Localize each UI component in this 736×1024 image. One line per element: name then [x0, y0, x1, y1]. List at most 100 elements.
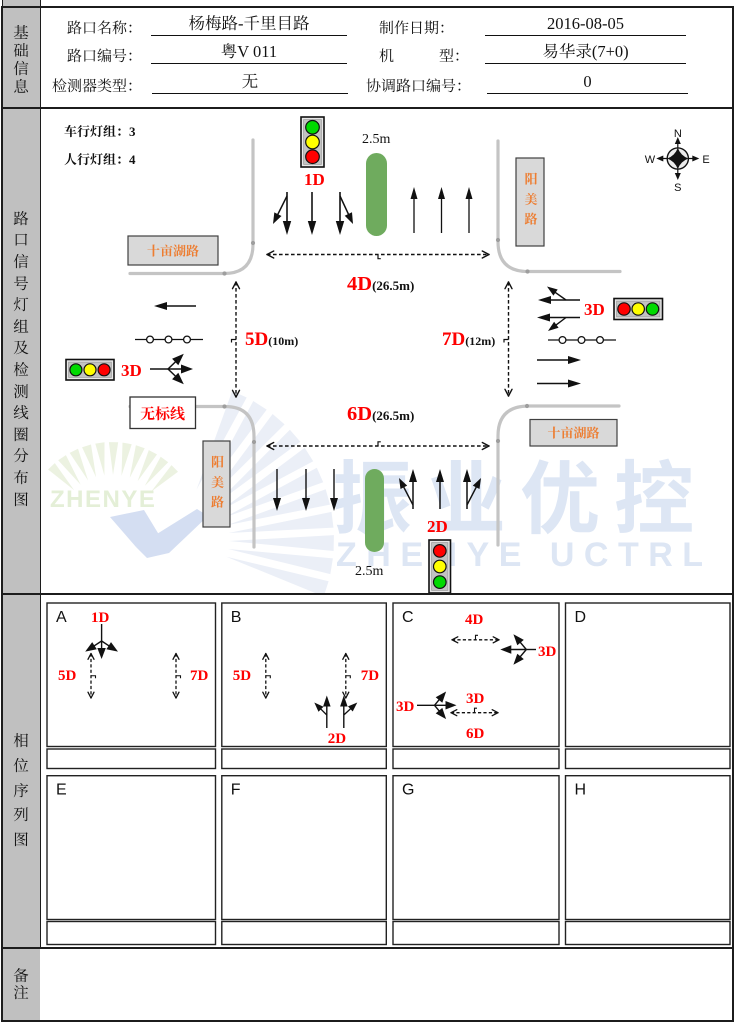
intersection-diagram: ZHENYE 振业优控 ZHENYE UCTRL 车行灯组：3 人行灯组：4 2…	[48, 116, 710, 595]
phase-a-7d: 7D	[190, 668, 209, 684]
measure-6d-label: 6D(26.5m)	[347, 403, 414, 425]
road-name-northeast-label: 阳美路	[523, 172, 538, 231]
phase-b-up1-branch	[314, 702, 328, 716]
compass-n: N	[674, 128, 682, 140]
phase-panel-e: E	[46, 775, 217, 946]
field-label-coordinated-code: 协调路口编号：	[366, 79, 472, 95]
phase-letter-f: F	[231, 782, 241, 799]
fan-arrow-west-3d	[150, 353, 193, 385]
watermark-brand-cn: 振业优控	[332, 435, 708, 551]
sidebar-cell-basic-info: 基础信息	[1, 0, 41, 109]
light-label-west: 3D	[121, 361, 142, 380]
phase-b-2d: 2D	[328, 731, 347, 747]
exit-arrow-n-1	[410, 187, 418, 233]
phase-c-fan-left	[500, 634, 536, 665]
lane-arrow-e-1	[538, 296, 580, 304]
phase-c-6d-arrow	[450, 707, 499, 717]
phase-b-5d: 5D	[233, 668, 252, 684]
detector-line-west	[135, 335, 203, 344]
phase-b-up1	[323, 695, 331, 728]
measure-4d	[266, 250, 490, 260]
phase-a-7d-arrow	[172, 652, 182, 699]
field-value-detector-type: 无	[152, 71, 348, 94]
phase-a-5d: 5D	[58, 668, 77, 684]
lane-arrow-e-2-branch	[548, 316, 567, 331]
phase-panel-b: B	[221, 602, 388, 770]
lane-arrow-n-right-branch	[339, 195, 353, 224]
phase-c-3d-mid: 3D	[466, 691, 485, 707]
phase-letter-c: C	[402, 609, 414, 626]
phase-b-up2-branch	[343, 702, 358, 716]
no-marking-label: 无标线	[140, 406, 185, 423]
phase-c-fan-right	[417, 691, 457, 720]
phase-a-5d-arrow	[87, 652, 97, 699]
section-label-basic-info: 基础信息	[13, 24, 29, 96]
exit-arrow-n-2	[438, 187, 445, 233]
traffic-light-south-2d	[428, 539, 452, 594]
phase-letter-d: D	[575, 609, 587, 626]
compass-w: W	[645, 154, 656, 166]
lane-arrow-n-straight	[307, 192, 317, 235]
field-value-intersection-code: 粤V 011	[151, 41, 347, 64]
road-name-southeast-label: 十亩湖路	[547, 426, 599, 441]
phase-letter-a: A	[56, 609, 67, 626]
phase-c-3d-left: 3D	[396, 699, 415, 715]
exit-arrow-s-2	[302, 469, 310, 511]
pedestrian-groups-label: 人行灯组：4	[64, 152, 136, 167]
lane-arrow-s-straight	[436, 469, 444, 509]
measure-6d	[266, 441, 490, 451]
field-value-machine-type: 易华录(7+0)	[485, 41, 686, 64]
exit-arrow-w	[154, 302, 196, 310]
phase-letter-b: B	[231, 609, 242, 626]
measure-5d-label: 5D(10m)	[245, 329, 298, 350]
traffic-light-east-3d	[613, 297, 664, 321]
lane-arrow-n-left	[282, 192, 292, 235]
exit-arrow-e-2	[537, 379, 581, 388]
road-name-northwest: 十亩湖路	[127, 235, 219, 266]
section-label-remarks: 备注	[13, 967, 29, 1003]
divider-row-1	[2, 107, 733, 109]
field-label-machine-type: 机型：	[379, 45, 469, 66]
header-basic-info: 路口名称： 杨梅路-千里目路 制作日期： 2016-08-05 路口编号： 粤V…	[40, 7, 733, 108]
machine-type-char1: 机	[379, 49, 395, 65]
measure-4d-label: 4D(26.5m)	[347, 273, 414, 295]
sidebar-cell-phases: 相位序列图	[1, 595, 41, 949]
section-label-diagram: 路口信号灯组及检测线圈分布图	[13, 210, 29, 509]
section-label-phases: 相位序列图	[13, 733, 29, 850]
exit-arrow-n-3	[465, 187, 473, 233]
light-label-east: 3D	[584, 300, 605, 319]
measure-5d	[230, 281, 241, 398]
compass-e: E	[702, 154, 709, 166]
measure-7d-label: 7D(12m)	[442, 329, 495, 350]
divider-row-3	[2, 947, 733, 949]
phase-a-fan	[85, 624, 118, 659]
field-value-make-date: 2016-08-05	[485, 13, 686, 36]
phase-panel-a: A	[46, 602, 217, 770]
no-marking-box: 无标线	[129, 396, 197, 430]
road-name-southwest-label: 阳美路	[209, 455, 224, 514]
phase-letter-e: E	[56, 782, 67, 799]
phase-letter-h: H	[575, 782, 587, 799]
phase-panel-h: H	[564, 775, 731, 946]
watermark-logo-text: ZHENYE	[50, 486, 156, 513]
field-label-make-date: 制作日期：	[379, 21, 455, 37]
phase-panel-g: G	[392, 775, 560, 946]
road-anchor-dots	[222, 237, 530, 445]
field-value-coordinated-code: 0	[487, 71, 688, 94]
watermark-rays-green-icon	[48, 442, 178, 492]
lane-arrow-s-right-branch	[466, 478, 481, 506]
lane-arrow-e-2	[537, 313, 580, 322]
lane-arrow-e-1-branch	[547, 286, 567, 301]
phase-c-6d: 6D	[466, 726, 485, 742]
phase-a-1d: 1D	[91, 610, 110, 626]
traffic-light-north-1d	[300, 116, 325, 168]
phase-panel-f: F	[221, 775, 388, 946]
exit-arrow-s-1	[273, 469, 281, 511]
light-label-north: 1D	[304, 170, 325, 189]
lane-arrow-s-left-branch	[399, 478, 414, 506]
phase-b-7d: 7D	[361, 668, 380, 684]
road-name-southeast: 十亩湖路	[529, 418, 618, 447]
divider-row-2	[2, 593, 733, 595]
